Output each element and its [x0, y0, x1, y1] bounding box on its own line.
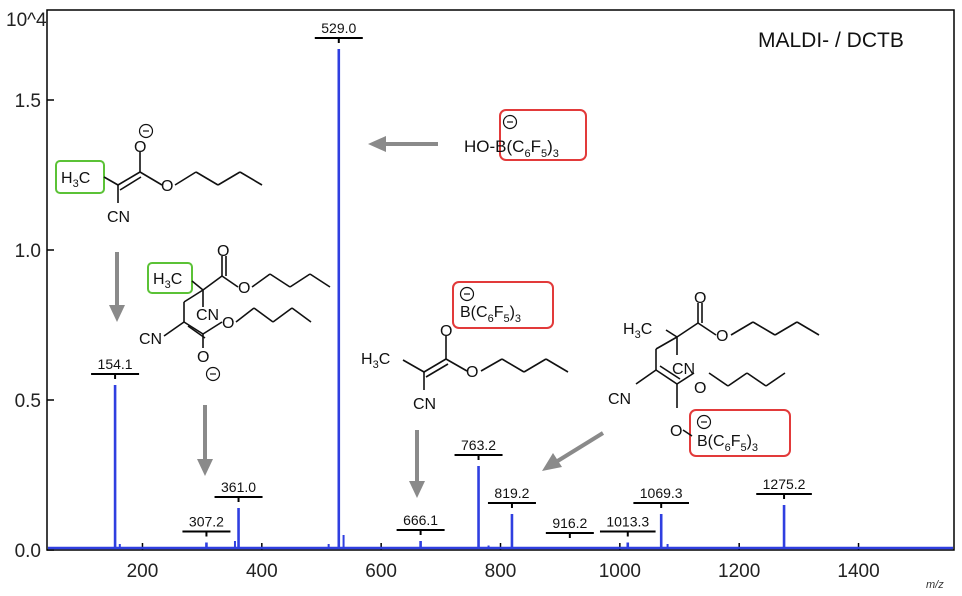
baseline: [48, 535, 953, 550]
y-axis: 0.0 0.5 1.0 1.5: [15, 91, 54, 562]
plot-frame: [46, 9, 955, 551]
structure-dimer-borate: [635, 303, 820, 457]
y-tick-label: 1.5: [15, 91, 41, 112]
methyl-text: H3C: [61, 170, 90, 190]
cn-text: CN: [608, 391, 631, 408]
y-multiplier: 10^4: [6, 10, 47, 31]
x-tick-label: 1000: [599, 561, 641, 582]
annotation-title: MALDI- / DCTB: [758, 29, 904, 52]
oxygen-text: O: [134, 139, 146, 156]
peak-label: 763.2: [461, 437, 496, 453]
x-tick-label: 1400: [837, 561, 879, 582]
peak-label: 529.0: [321, 20, 356, 36]
oxygen-text: O: [694, 380, 706, 397]
x-axis: 200 400 600 800 1000 1200 1400: [127, 543, 880, 582]
arrow-icon: [109, 252, 125, 322]
methyl-text: H3C: [153, 271, 182, 291]
cn-text: CN: [413, 396, 436, 413]
oxygen-text: O: [217, 243, 229, 260]
oxygen-text: O: [716, 328, 728, 345]
x-tick-label: 1200: [718, 561, 760, 582]
peak-label: 666.1: [403, 512, 438, 528]
structure-monomer-anion: [55, 123, 263, 203]
cn-text: CN: [107, 209, 130, 226]
x-axis-label: m/z: [926, 579, 944, 591]
x-tick-label: 400: [246, 561, 278, 582]
peak-label: 154.1: [98, 356, 133, 372]
oxygen-text: O: [238, 280, 250, 297]
borate-text: B(C6F5)3: [697, 433, 758, 454]
peak-label: 819.2: [494, 485, 529, 501]
y-tick-label: 1.0: [15, 241, 41, 262]
x-tick-label: 200: [127, 561, 159, 582]
oxygen-text: O: [161, 178, 173, 195]
oxygen-text: O: [694, 290, 706, 307]
peaks: 154.1 307.2 361.0 529.0 666.1 763.2 819.2 916.2…: [91, 20, 812, 549]
y-tick-label: 0.5: [15, 391, 41, 412]
oxygen-text: O: [222, 315, 234, 332]
peak-label: 1013.3: [606, 514, 649, 530]
svg-text:HO-B(C6F5)3: HO-B(C6F5)3: [464, 137, 559, 160]
methyl-highlight: [147, 262, 193, 294]
cn-text: CN: [139, 331, 162, 348]
peak-label: 361.0: [221, 479, 256, 495]
x-tick-label: 800: [485, 561, 517, 582]
arrow-icon: [409, 430, 425, 498]
methyl-text: H3C: [361, 351, 390, 371]
arrow-icon: [197, 405, 213, 476]
peak-label: 916.2: [552, 515, 587, 531]
cn-text: CN: [196, 307, 219, 324]
oxygen-text: O: [440, 323, 452, 340]
arrow-icon: [542, 431, 605, 471]
borate-highlight: [452, 281, 554, 329]
structure-dimer-anion: [147, 256, 331, 382]
borate-text: B(C6F5)3: [460, 304, 521, 325]
peak-label: 1275.2: [763, 476, 806, 492]
y-tick-label: 0.0: [15, 541, 41, 562]
borate-highlight: [689, 409, 791, 457]
arrow-icon: [368, 136, 438, 152]
oxygen-text: O: [670, 423, 682, 440]
cn-text: CN: [672, 361, 695, 378]
structure-monomer-borate: [402, 281, 569, 390]
methyl-text: H3C: [623, 321, 652, 341]
oxygen-text: O: [197, 349, 209, 366]
oxygen-text: O: [466, 364, 478, 381]
borate-highlight: [499, 109, 587, 161]
structure-hydroxyborate: HO-B(C6F5)3: [464, 109, 587, 161]
peak-label: 307.2: [189, 514, 224, 530]
x-tick-label: 600: [365, 561, 397, 582]
peak-label: 1069.3: [640, 485, 683, 501]
